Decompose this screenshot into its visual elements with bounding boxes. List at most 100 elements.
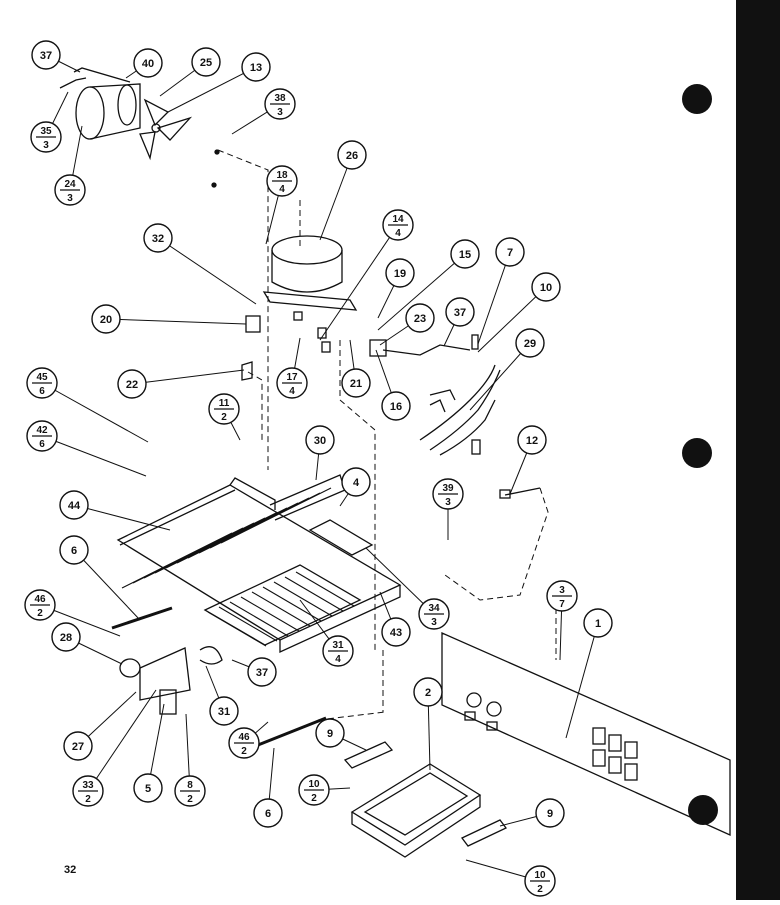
callout-label: 43: [390, 627, 402, 639]
callout-label: 2: [425, 687, 431, 699]
callout-13: 13: [167, 52, 271, 113]
callout-label: 12: [526, 435, 538, 447]
coil-tube: [251, 591, 311, 627]
fraction-callout-18-4: 184: [265, 165, 298, 245]
fraction-callout-45-6: 456: [26, 367, 149, 443]
callout-2: 2: [413, 677, 443, 771]
probe: [499, 487, 541, 499]
callout-6: 6: [253, 747, 283, 828]
callout-label: 37: [256, 667, 268, 679]
callout-9: 9: [499, 798, 565, 828]
callout-circle: [450, 239, 480, 269]
fraction-callout-39-3: 393: [432, 478, 464, 540]
callout-circle: [315, 718, 345, 748]
control-panel: [441, 632, 731, 837]
callout-31: 31: [205, 665, 239, 726]
fraction-numerator: 34: [428, 603, 440, 614]
callout-label: 15: [459, 249, 471, 261]
callout-7: 7: [477, 237, 525, 345]
timer-switch: [119, 646, 223, 715]
fraction-numerator: 46: [238, 732, 250, 743]
callout-circle: [445, 297, 475, 327]
fan-blade: [139, 98, 193, 161]
coil-tube: [229, 601, 289, 637]
callout-28: 28: [51, 622, 123, 665]
coil-tube: [295, 571, 355, 607]
callout-label: 6: [71, 545, 77, 557]
callout-circle: [531, 272, 561, 302]
callout-label: 4: [353, 477, 360, 489]
callout-circle: [381, 391, 411, 421]
fraction-denominator: 4: [279, 184, 285, 195]
fraction-callout-3-7: 37: [546, 580, 578, 661]
fraction-denominator: 2: [187, 794, 193, 805]
callout-circle: [51, 622, 81, 652]
tray-frame: [116, 474, 402, 654]
fraction-numerator: 10: [534, 870, 546, 881]
callout-circle: [341, 467, 371, 497]
callout-circle: [59, 490, 89, 520]
fraction-denominator: 3: [67, 193, 73, 204]
callout-label: 9: [547, 808, 553, 820]
page-number: 32: [64, 864, 77, 876]
fraction-numerator: 14: [392, 214, 404, 225]
callout-37: 37: [443, 297, 475, 347]
callout-label: 1: [595, 618, 601, 630]
fraction-denominator: 2: [537, 884, 543, 895]
coil-tube: [240, 596, 300, 632]
callout-label: 16: [390, 401, 402, 413]
fraction-numerator: 35: [40, 126, 52, 137]
callout-30: 30: [305, 425, 335, 481]
callout-26: 26: [319, 140, 367, 241]
rods: [111, 606, 327, 747]
callout-circle: [247, 657, 277, 687]
fraction-callout-8-2: 82: [174, 713, 206, 807]
fraction-callout-10-2: 102: [465, 859, 556, 897]
fraction-denominator: 3: [445, 497, 451, 508]
callout-10: 10: [477, 272, 561, 353]
fraction-numerator: 24: [64, 179, 76, 190]
callout-circle: [143, 223, 173, 253]
fraction-denominator: 6: [39, 439, 45, 450]
compressor: [262, 235, 358, 353]
coil-tube: [218, 606, 278, 642]
fraction-denominator: 2: [37, 608, 43, 619]
callout-circle: [31, 40, 61, 70]
fraction-callout-35-3: 353: [30, 91, 69, 153]
callout-32: 32: [143, 223, 257, 305]
callout-37: 37: [231, 657, 277, 687]
coil-tube: [284, 576, 344, 612]
callout-label: 13: [250, 62, 262, 74]
fraction-numerator: 39: [442, 483, 454, 494]
callout-label: 40: [142, 58, 154, 70]
callout-circle: [385, 258, 415, 288]
callout-label: 26: [346, 150, 358, 162]
callout-circle: [341, 368, 371, 398]
callout-label: 27: [72, 741, 84, 753]
callout-circle: [305, 425, 335, 455]
callout-43: 43: [379, 591, 411, 647]
fraction-callout-17-4: 174: [276, 337, 308, 399]
callout-16: 16: [375, 349, 411, 421]
fraction-callout-46-2: 462: [24, 589, 121, 637]
callout-circle: [117, 369, 147, 399]
fraction-callout-33-2: 332: [72, 689, 157, 807]
punch-hole: [682, 84, 712, 114]
callout-label: 5: [145, 783, 151, 795]
callout-circle: [405, 303, 435, 333]
callout-label: 31: [218, 706, 230, 718]
callout-circle: [495, 237, 525, 267]
callout-25: 25: [159, 47, 221, 97]
callout-circle: [209, 696, 239, 726]
fraction-callout-38-3: 383: [231, 88, 296, 135]
drain-pan: [350, 763, 482, 858]
fan-motor: [59, 67, 220, 188]
fraction-numerator: 38: [274, 93, 286, 104]
fraction-callout-42-6: 426: [26, 420, 147, 477]
callout-44: 44: [59, 490, 171, 531]
callout-label: 32: [152, 233, 164, 245]
fraction-numerator: 8: [187, 780, 193, 791]
callout-label: 23: [414, 313, 426, 325]
